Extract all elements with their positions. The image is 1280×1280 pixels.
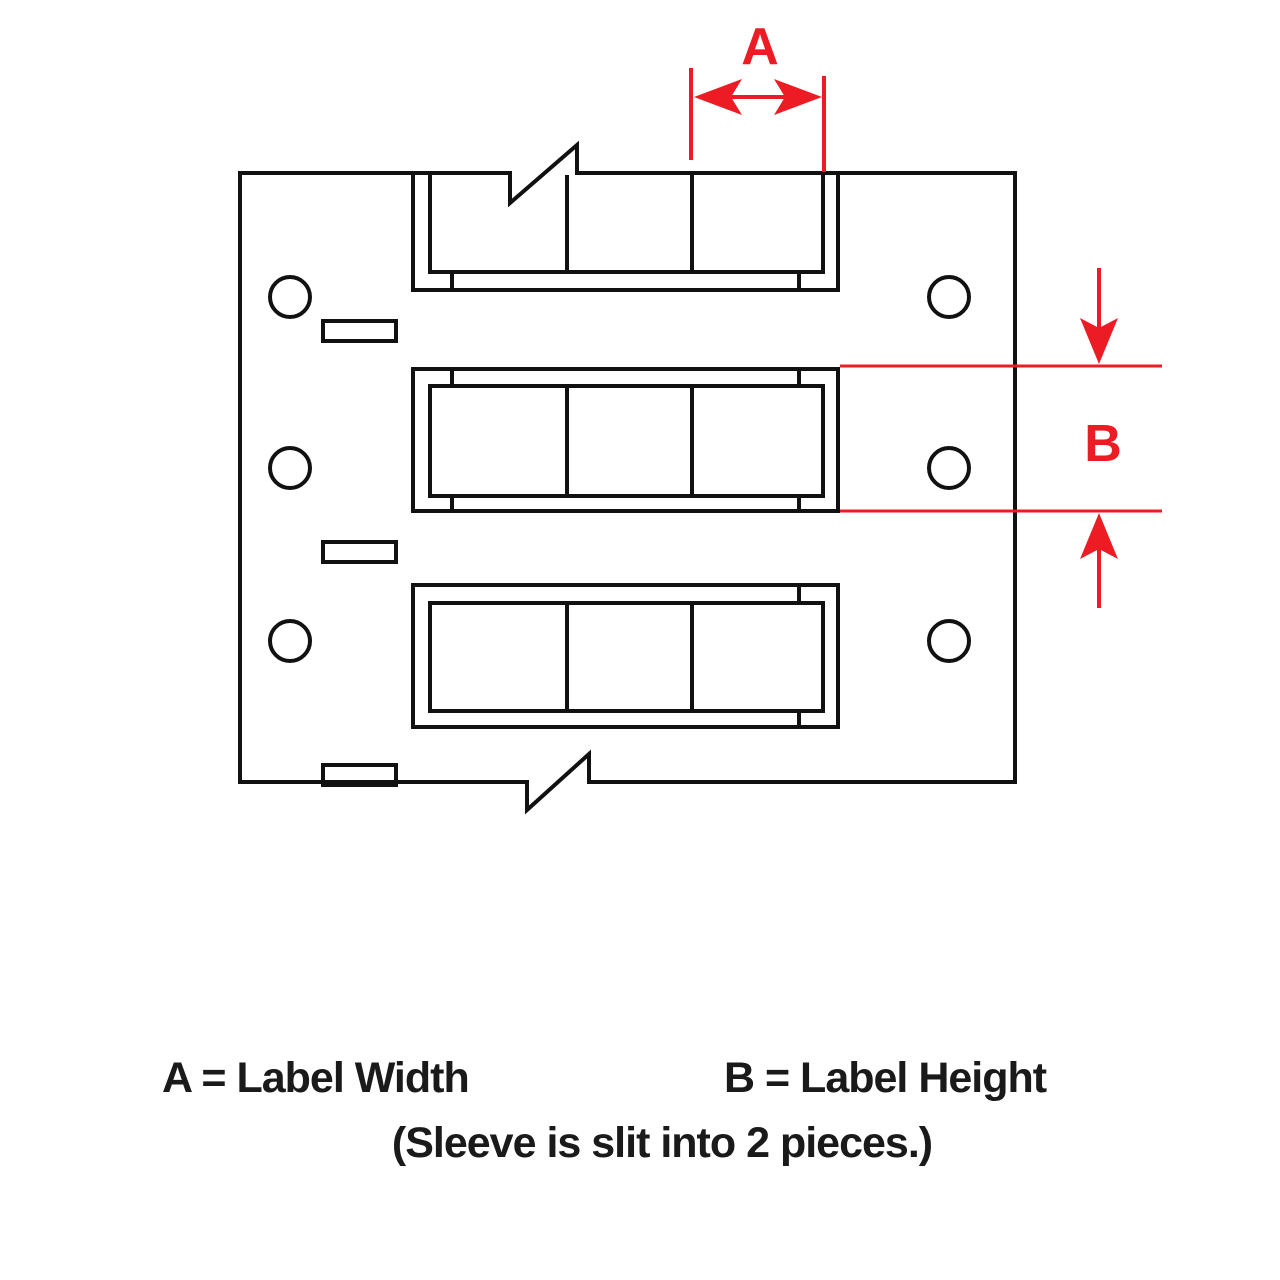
sprocket-hole-left-2 (268, 446, 312, 490)
sprocket-hole-left-1 (268, 275, 312, 319)
dimension-b: B (840, 268, 1162, 608)
dimension-b-letter: B (1084, 415, 1122, 473)
slot-2 (321, 540, 398, 564)
arrow-down-icon (1080, 318, 1118, 364)
legend-a-label-width: A = Label Width (162, 1054, 470, 1102)
sleeve-row-2 (411, 367, 840, 513)
sprocket-hole-left-3 (268, 619, 312, 663)
dimension-a: A (689, 18, 826, 172)
slot-3 (321, 763, 398, 787)
slot-1 (321, 319, 398, 343)
legend-note: (Sleeve is slit into 2 pieces.) (391, 1119, 933, 1167)
carrier-outline (238, 140, 1017, 815)
legend-b-label-height: B = Label Height (724, 1054, 1047, 1102)
dimension-a-letter: A (741, 18, 779, 76)
sprocket-hole-right-3 (927, 619, 971, 663)
sprocket-hole-right-1 (927, 275, 971, 319)
arrow-right-icon (774, 79, 822, 115)
arrow-left-icon (694, 79, 742, 115)
sprocket-hole-right-2 (927, 446, 971, 490)
sleeve-row-3 (411, 583, 840, 729)
arrow-up-icon (1080, 513, 1118, 559)
sleeve-row-1 (411, 175, 840, 292)
